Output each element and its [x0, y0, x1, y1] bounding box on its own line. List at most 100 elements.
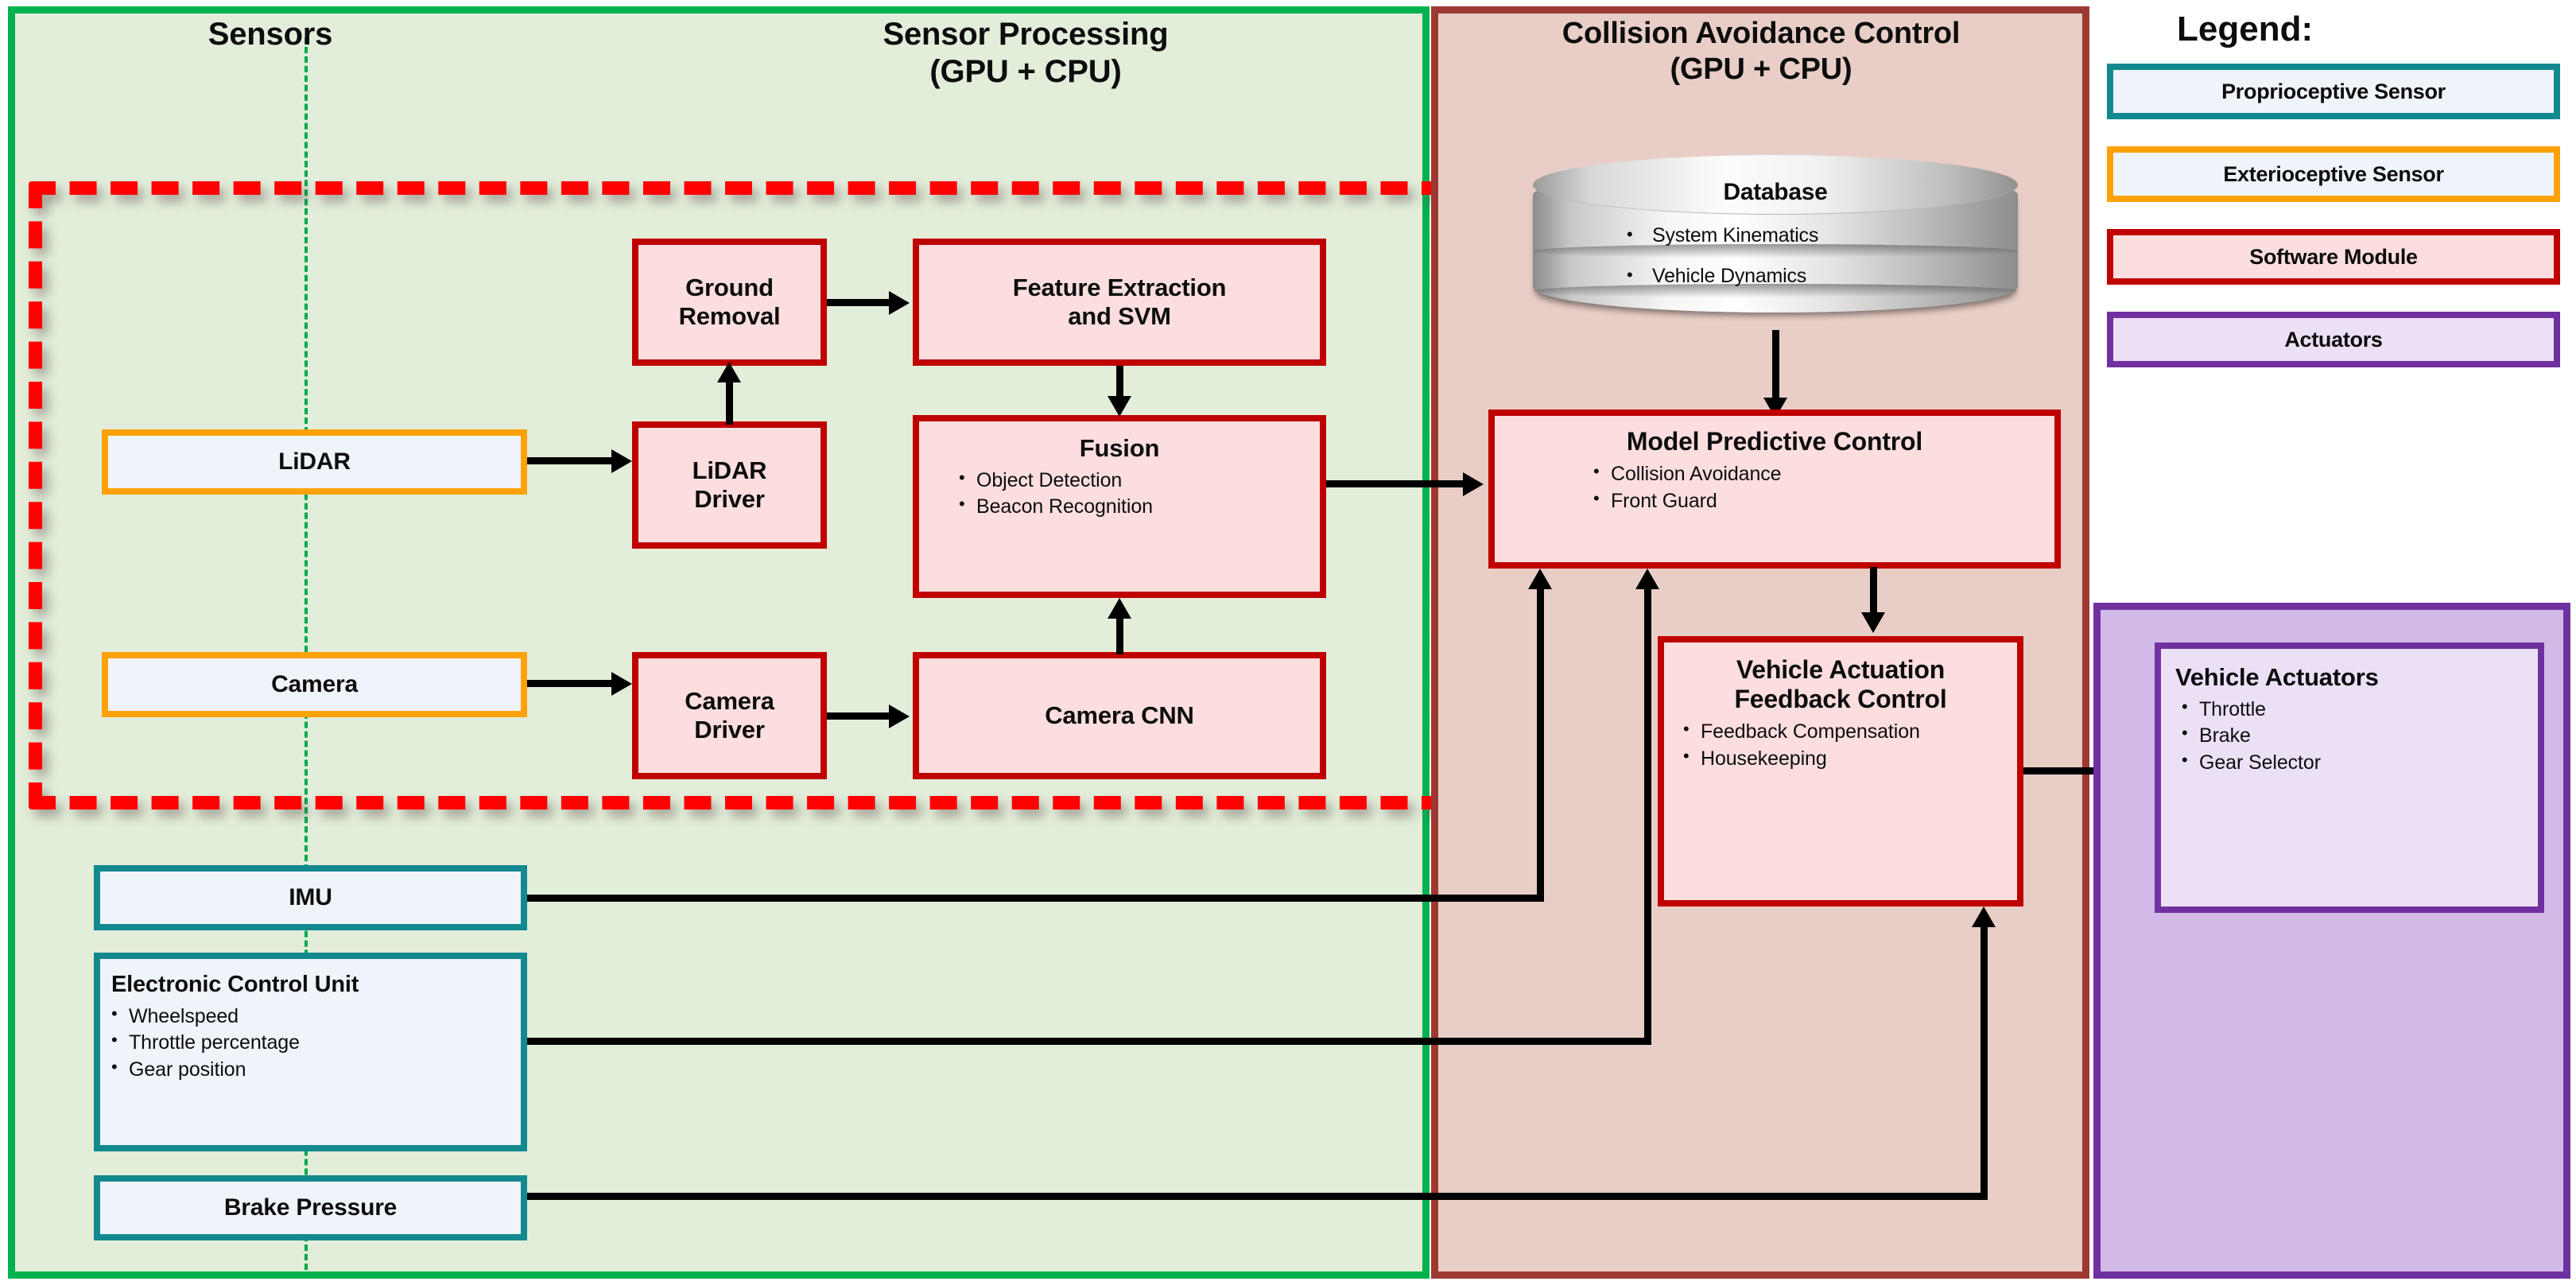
module-fusion[interactable]: Fusion Object Detection Beacon Recogniti… — [913, 415, 1326, 598]
connector-ground-removal-to-feature-extraction — [827, 299, 892, 306]
highlighted-subsystem-boundary — [29, 181, 1449, 809]
sensor-label-ecu: Electronic Control Unit — [111, 972, 359, 997]
legend-label: Proprioceptive Sensor — [2221, 79, 2446, 103]
database-cylinder: Database System Kinematics Vehicle Dynam… — [1533, 155, 2018, 326]
arrowhead-right — [889, 291, 910, 315]
connector-vafc-to-vehicle-actuators — [2023, 767, 2151, 774]
legend-item-actuators: Actuators — [2107, 312, 2560, 367]
module-vehicle-actuators[interactable]: Vehicle Actuators Throttle Brake Gear Se… — [2155, 642, 2544, 913]
connector-imu-vertical — [1537, 588, 1544, 902]
connector-ecu-horizontal — [527, 1038, 1651, 1045]
feature-extraction-line1: Feature Extraction — [1012, 274, 1227, 302]
legend-title: Legend: — [2177, 10, 2314, 49]
arrowhead-up — [1528, 569, 1552, 589]
module-vehicle-actuation-feedback-control[interactable]: Vehicle Actuation Feedback Control Feedb… — [1658, 636, 2023, 906]
sensor-processing-title-line1: Sensor Processing — [883, 17, 1169, 52]
camera-driver-line2: Driver — [694, 716, 765, 743]
sensor-box-lidar[interactable]: LiDAR — [102, 429, 527, 495]
connector-camera-to-camera-driver — [527, 680, 615, 687]
connector-database-to-mpc — [1772, 330, 1779, 402]
sensor-label-lidar: LiDAR — [278, 448, 351, 475]
legend-label: Exterioceptive Sensor — [2223, 161, 2444, 186]
list-item: Vehicle Dynamics — [1533, 265, 2137, 288]
camera-cnn-title: Camera CNN — [1045, 701, 1194, 730]
list-item: System Kinematics — [1533, 224, 2137, 247]
list-item: Object Detection — [948, 467, 1320, 495]
legend-label: Software Module — [2249, 244, 2418, 269]
arrowhead-down — [1108, 396, 1131, 417]
fusion-title: Fusion — [1079, 434, 1160, 462]
module-feature-extraction-svm[interactable]: Feature Extraction and SVM — [913, 239, 1326, 366]
legend-label: Actuators — [2284, 327, 2383, 351]
fusion-item-list: Object Detection Beacon Recognition — [948, 467, 1320, 521]
connector-feature-extraction-to-fusion — [1116, 366, 1123, 399]
list-item: Throttle — [2171, 696, 2538, 724]
legend-item-software-module: Software Module — [2107, 229, 2560, 285]
module-lidar-driver[interactable]: LiDAR Driver — [632, 421, 827, 549]
collision-avoidance-title-line1: Collision Avoidance Control — [1562, 17, 1961, 50]
list-item: Gear position — [100, 1056, 521, 1084]
list-item: Front Guard — [1582, 487, 2054, 515]
connector-fusion-to-mpc — [1326, 480, 1466, 487]
lidar-driver-line1: LiDAR — [692, 456, 767, 485]
sensor-box-camera[interactable]: Camera — [102, 652, 527, 717]
list-item: Gear Selector — [2171, 749, 2538, 777]
ground-removal-line2: Removal — [678, 302, 781, 330]
database-top-ellipse — [1533, 155, 2018, 215]
connector-camera-cnn-to-fusion — [1116, 616, 1123, 654]
module-model-predictive-control[interactable]: Model Predictive Control Collision Avoid… — [1488, 410, 2061, 569]
collision-avoidance-panel-title: Collision Avoidance Control (GPU + CPU) — [1439, 16, 2083, 87]
ground-removal-line1: Ground — [685, 274, 774, 302]
feature-extraction-line2: and SVM — [1068, 302, 1171, 330]
vafc-line2: Feedback Control — [1734, 685, 1947, 714]
arrowhead-right — [611, 672, 632, 696]
list-item: Collision Avoidance — [1582, 460, 2054, 488]
sensor-label-imu: IMU — [289, 883, 332, 910]
list-item: Housekeeping — [1672, 745, 2017, 773]
arrowhead-up — [1972, 906, 1996, 927]
connector-imu-horizontal — [527, 895, 1544, 902]
sensors-panel-title: Sensors — [208, 17, 333, 52]
database-band — [1533, 244, 2018, 258]
arrowhead-right — [889, 705, 910, 728]
arrowhead-right — [611, 449, 632, 473]
arrowhead-up — [717, 362, 741, 382]
sensor-label-brake-pressure: Brake Pressure — [223, 1194, 398, 1221]
arrowhead-right — [1463, 472, 1484, 496]
lidar-driver-line2: Driver — [694, 485, 765, 513]
legend-item-proprioceptive-sensor: Proprioceptive Sensor — [2107, 64, 2560, 119]
connector-mpc-to-vafc — [1870, 567, 1877, 616]
module-camera-driver[interactable]: Camera Driver — [632, 652, 827, 779]
vafc-line1: Vehicle Actuation — [1736, 655, 1946, 684]
arrowhead-up — [1635, 569, 1659, 589]
list-item: Throttle percentage — [100, 1029, 521, 1057]
connector-lidar-driver-to-ground-removal — [726, 380, 733, 425]
vehicle-actuators-title: Vehicle Actuators — [2175, 663, 2379, 691]
arrowhead-up — [1108, 598, 1131, 619]
legend-item-exterioceptive-sensor: Exterioceptive Sensor — [2107, 146, 2560, 202]
database-title: Database — [1723, 179, 1828, 205]
connector-brake-pressure-horizontal — [527, 1193, 1988, 1200]
sensor-box-ecu[interactable]: Electronic Control Unit Wheelspeed Throt… — [94, 953, 527, 1151]
ecu-item-list: Wheelspeed Throttle percentage Gear posi… — [100, 1003, 521, 1084]
connector-lidar-to-lidar-driver — [527, 457, 615, 464]
sensor-box-imu[interactable]: IMU — [94, 865, 527, 930]
connector-camera-driver-to-camera-cnn — [827, 712, 892, 720]
list-item: Beacon Recognition — [948, 493, 1320, 521]
list-item: Wheelspeed — [100, 1003, 521, 1031]
connector-ecu-vertical — [1644, 588, 1651, 1045]
sensor-label-camera: Camera — [271, 670, 358, 697]
vehicle-actuators-item-list: Throttle Brake Gear Selector — [2171, 696, 2538, 777]
sensor-box-brake-pressure[interactable]: Brake Pressure — [94, 1175, 527, 1240]
camera-driver-line1: Camera — [685, 687, 774, 716]
sensor-processing-panel-title: Sensor Processing (GPU + CPU) — [668, 16, 1383, 91]
mpc-item-list: Collision Avoidance Front Guard — [1582, 460, 2054, 515]
arrowhead-down — [1861, 612, 1885, 633]
module-camera-cnn[interactable]: Camera CNN — [913, 652, 1326, 779]
sensor-processing-title-line2: (GPU + CPU) — [929, 54, 1122, 90]
list-item: Feedback Compensation — [1672, 718, 2017, 746]
module-ground-removal[interactable]: Ground Removal — [632, 239, 827, 366]
collision-avoidance-title-line2: (GPU + CPU) — [1670, 52, 1852, 86]
vafc-item-list: Feedback Compensation Housekeeping — [1672, 718, 2017, 773]
